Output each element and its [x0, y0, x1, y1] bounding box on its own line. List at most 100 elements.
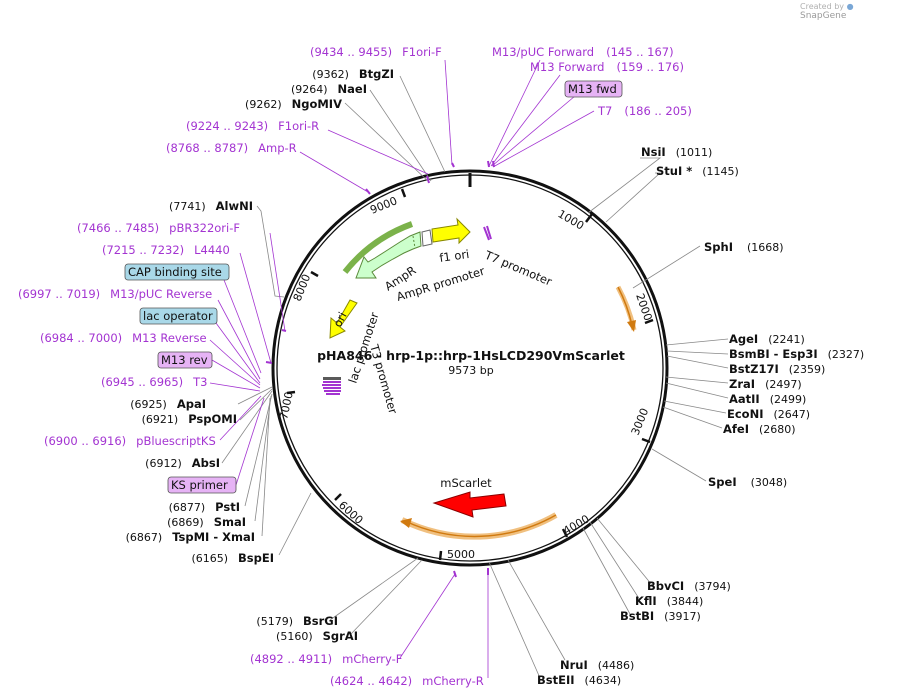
leader-zrai: [665, 376, 729, 384]
mscarlet-feature: [432, 491, 507, 518]
t7-promoter-label: T7 promoter: [482, 247, 554, 288]
primer-mark-amp-r: [365, 188, 371, 195]
tick-label-7000: 7000: [277, 391, 296, 421]
site-naei: (9264)NaeI: [291, 82, 367, 96]
primer-f1ori-r: (9224 .. 9243)F1ori-R: [186, 119, 319, 133]
ampr-feature: [355, 231, 422, 279]
mscarlet-arc-arrowhead: [400, 518, 412, 528]
leader-aatii: [665, 382, 729, 399]
cap-site-mark: [323, 377, 341, 380]
t7-promoter-mark-2: [486, 225, 492, 240]
site-bsteii: BstEII(4634): [537, 673, 621, 687]
leader-m13-rev: [209, 339, 261, 386]
mscarlet-arc: [404, 514, 557, 538]
leader-pbr322: [269, 232, 286, 332]
leader-bsrgi: [329, 557, 419, 621]
f1-ori-feature: [431, 217, 471, 245]
leader-afei: [662, 406, 723, 429]
primer-m13-rev: M13 rev: [161, 353, 208, 367]
leader-ks: [235, 397, 265, 486]
leader-sphi: [632, 245, 701, 289]
site-econi: EcoNI(2647): [727, 407, 810, 421]
leader-f1ori-f: [444, 59, 453, 166]
lac-region-features: [322, 377, 341, 395]
leader-m13fwd-box: [491, 95, 576, 167]
restriction-site-labels: NsiI(1011) StuI *(1145) SphI(1668) AgeI(…: [126, 67, 865, 687]
site-ngomiv: (9262)NgoMIV: [245, 97, 342, 111]
leader-kfli: [589, 521, 641, 601]
ks-primer-box: [167, 476, 237, 494]
primer-labels: (9434 .. 9455)F1ori-F M13/pUC Forward(14…: [18, 45, 692, 688]
primer-pbr322ori-f: (7466 .. 7485)pBR322ori-F: [77, 221, 240, 235]
leader-btgzi: [399, 75, 446, 173]
site-stui: StuI *(1145): [656, 164, 739, 178]
leader-alwni: [256, 205, 285, 298]
primer-f1ori-f: (9434 .. 9455)F1ori-F: [310, 45, 442, 59]
m13-rev-box: [157, 351, 213, 369]
f1-ori-label: f1 ori: [438, 247, 470, 265]
primer-mark-pbr322: [281, 329, 287, 332]
primer-l4440: (7215 .. 7232)L4440: [102, 243, 230, 257]
leader-apai: [237, 386, 273, 405]
site-pspomi: (6921)PspOMI: [142, 412, 237, 426]
site-agei: AgeI(2241): [729, 332, 805, 346]
leader-m13puc-fwd: [488, 59, 541, 167]
leader-bsteii: [488, 561, 541, 679]
site-aatii: AatII(2499): [729, 392, 806, 406]
site-spei: SpeI(3048): [708, 475, 787, 489]
site-sgrai: (5160)SgrAI: [276, 629, 358, 643]
site-sphi: SphI(1668): [704, 240, 784, 254]
tick-2000: [644, 318, 654, 325]
leader-t3: [209, 382, 261, 392]
leader-agei: [665, 338, 729, 346]
snapgene-logo-icon: ●: [846, 2, 854, 11]
leader-mcherry-f: [399, 573, 456, 659]
site-smai: (6869)SmaI: [167, 515, 246, 529]
primer-m13-forward: M13 Forward(159 .. 176): [530, 60, 684, 74]
cap-binding-site-box: [124, 263, 230, 281]
snapgene-credit: Created by ● SnapGene: [800, 2, 898, 21]
ampr-promoter-feature: [421, 229, 433, 247]
primer-t7: T7(186 .. 205): [597, 104, 692, 118]
primer-m13puc-forward: M13/pUC Forward(145 .. 167): [492, 45, 674, 59]
site-leader-lines: [221, 75, 729, 679]
site-bsmbi: BsmBI - Esp3I(2327): [729, 347, 864, 361]
site-bstbi: BstBI(3917): [620, 609, 701, 623]
primer-ks: KS primer: [171, 478, 228, 492]
mscarlet-label: mScarlet: [440, 476, 492, 490]
t7-promoter-mark: [483, 226, 490, 241]
leader-tspmi: [261, 397, 271, 537]
leader-m13puc-rev: [217, 299, 261, 380]
feature-cap-binding-site: CAP binding site: [128, 265, 222, 279]
site-tspmi-xmai: (6867)TspMI - XmaI: [126, 530, 255, 544]
pbluescript-mark: [326, 393, 340, 395]
tick-9000: [400, 188, 407, 198]
leader-sgrai: [349, 559, 423, 636]
ks-mark: [324, 390, 341, 392]
primer-m13puc-reverse: (6997 .. 7019)M13/pUC Reverse: [18, 287, 212, 301]
site-kfli: KflI(3844): [635, 594, 703, 608]
primer-m13-fwd: M13 fwd: [568, 82, 617, 96]
primer-mcherry-f: (4892 .. 4911)mCherry-F: [250, 652, 402, 666]
tick-7000: [286, 390, 296, 395]
leader-bspei: [278, 492, 312, 556]
credit-brand: SnapGene: [800, 11, 847, 21]
site-apai: (6925)ApaI: [130, 397, 206, 411]
site-bspei: (6165)BspEI: [191, 551, 274, 565]
leader-amp-r: [299, 151, 369, 193]
tick-label-6000: 6000: [336, 499, 366, 527]
leader-pbluescript: [219, 395, 262, 441]
leader-bsmbi: [666, 350, 729, 355]
site-absi: (6912)AbsI: [145, 456, 220, 470]
site-zrai: ZraI(2497): [729, 377, 802, 391]
leader-ngomiv: [344, 102, 430, 183]
site-nrui: NruI(4486): [560, 658, 634, 672]
leader-bbvci: [596, 517, 653, 586]
credit-prefix: Created by: [800, 2, 845, 11]
site-bbvci: BbvCI(3794): [647, 579, 731, 593]
m13-rev-mark: [322, 384, 341, 386]
primer-mark-t7: [492, 160, 495, 168]
site-psti: (6877)PstI: [169, 500, 240, 514]
site-afei: AfeI(2680): [723, 422, 796, 436]
